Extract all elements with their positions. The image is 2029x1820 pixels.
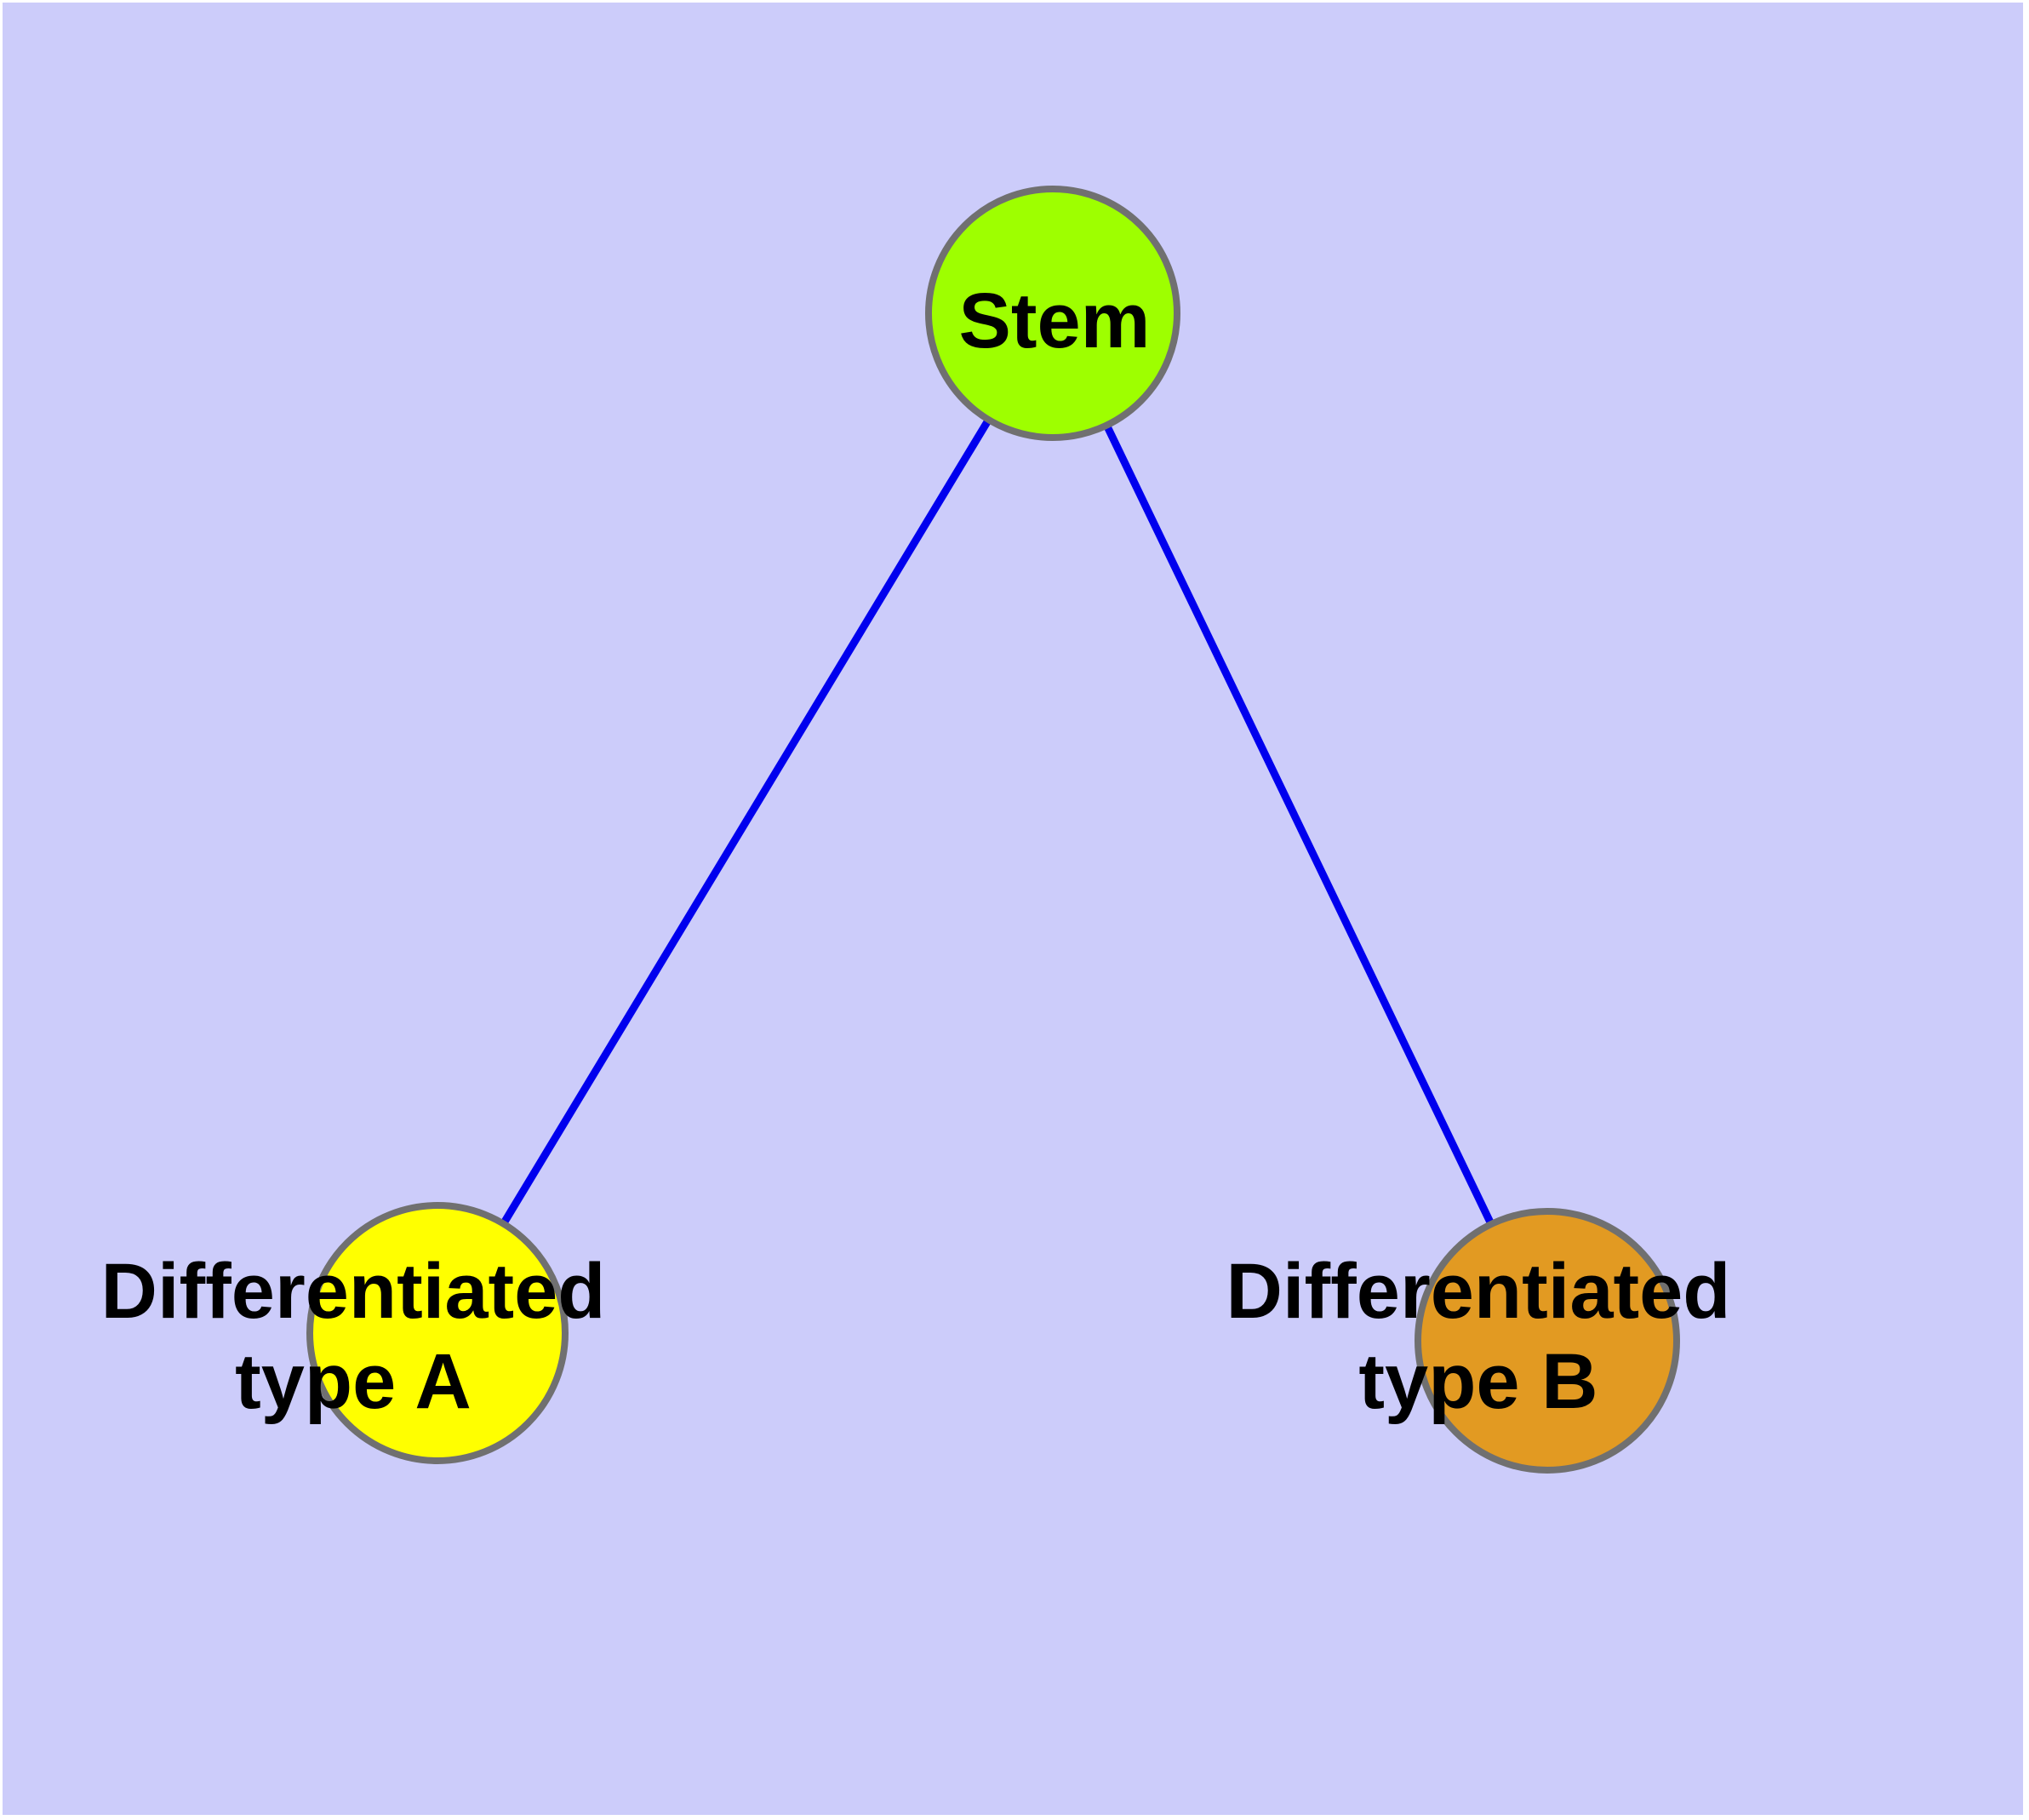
- edge-layer: [434, 311, 1552, 1342]
- label-layer: Stem Differentiated type A Differentiate…: [101, 278, 1731, 1425]
- node-label-differentiated-type-b-line1: Differentiated: [1226, 1248, 1731, 1335]
- node-differentiated-type-a[interactable]: [306, 1202, 569, 1464]
- node-stem[interactable]: [925, 186, 1180, 441]
- node-differentiated-type-b[interactable]: [1415, 1208, 1680, 1474]
- edge-stem-to-differentiated-type-a[interactable]: [434, 311, 1056, 1336]
- node-layer: [306, 186, 1680, 1474]
- edge-stem-to-differentiated-type-b[interactable]: [1049, 312, 1552, 1342]
- node-label-stem: Stem: [959, 278, 1151, 364]
- node-label-differentiated-type-a-line1: Differentiated: [101, 1248, 606, 1335]
- node-label-differentiated-type-a-line2: type A: [235, 1338, 472, 1425]
- node-label-differentiated-type-b-line2: type B: [1358, 1338, 1597, 1425]
